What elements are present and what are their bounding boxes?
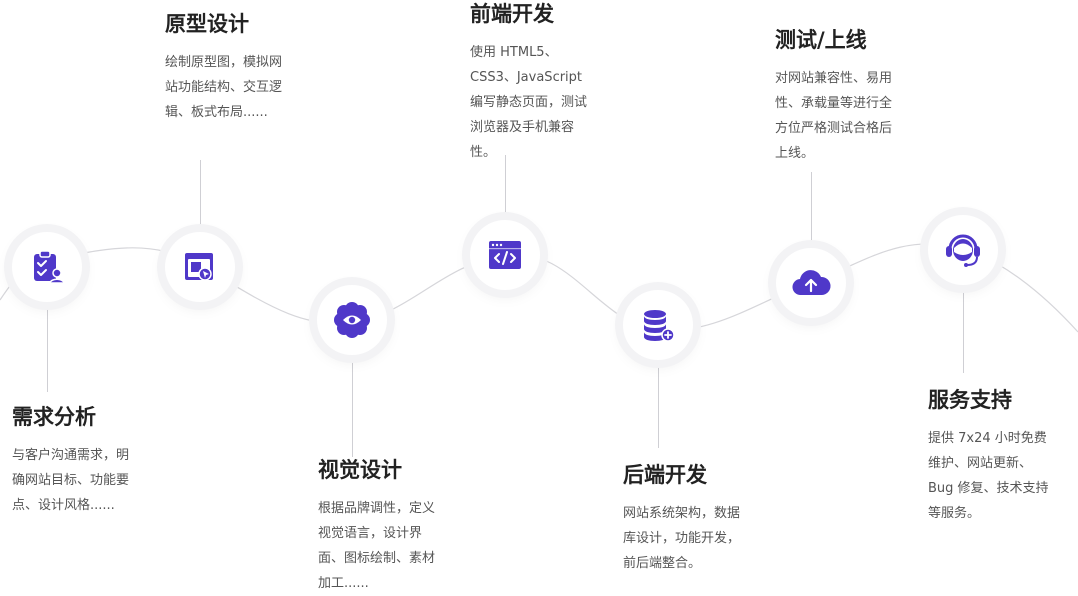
step-description: 根据品牌调性，定义 视觉语言，设计界 面、图标绘制、素材 加工...... bbox=[318, 501, 436, 591]
step-title: 测试/上线 bbox=[775, 28, 867, 52]
step-description: 使用 HTML5、 CSS3、JavaScript 编写静态页面，测试 浏览器及… bbox=[470, 45, 588, 160]
connector-line bbox=[811, 172, 812, 248]
step-node-testing[interactable] bbox=[776, 248, 846, 318]
step-title: 服务支持 bbox=[928, 388, 1012, 412]
connector-line bbox=[505, 155, 506, 220]
headset-support-icon bbox=[946, 234, 980, 267]
step-block-frontend: 前端开发 使用 HTML5、 CSS3、JavaScript 编写静态页面，测试… bbox=[470, 0, 587, 165]
browser-click-icon bbox=[185, 253, 213, 281]
step-description: 网站系统架构，数据 库设计，功能开发， 前后端整合。 bbox=[623, 506, 741, 571]
step-block-requirements: 需求分析 与客户沟通需求，明 确网站目标、功能要 点、设计风格...... bbox=[12, 403, 129, 518]
step-block-support: 服务支持 提供 7x24 小时免费 维护、网站更新、 Bug 修复、技术支持 等… bbox=[928, 386, 1049, 526]
step-node-prototype[interactable] bbox=[165, 232, 235, 302]
step-node-visual-design[interactable] bbox=[317, 285, 387, 355]
connector-line bbox=[47, 300, 48, 392]
step-title: 视觉设计 bbox=[318, 458, 402, 482]
step-node-backend[interactable] bbox=[623, 290, 693, 360]
step-title: 原型设计 bbox=[165, 12, 249, 36]
step-block-testing: 测试/上线 对网站兼容性、易用 性、承载量等进行全 方位严格测试合格后 上线。 bbox=[775, 26, 892, 166]
step-block-prototype: 原型设计 绘制原型图，模拟网 站功能结构、交互逻 辑、板式布局...... bbox=[165, 10, 282, 125]
connector-line bbox=[658, 360, 659, 448]
code-window-icon bbox=[489, 241, 521, 269]
step-description: 绘制原型图，模拟网 站功能结构、交互逻 辑、板式布局...... bbox=[165, 55, 283, 120]
connector-line bbox=[963, 285, 964, 373]
connector-line bbox=[352, 355, 353, 457]
clipboard-check-user-icon bbox=[34, 250, 65, 284]
connector-line bbox=[200, 160, 201, 232]
step-title: 后端开发 bbox=[623, 463, 707, 487]
step-block-backend: 后端开发 网站系统架构，数据 库设计，功能开发， 前后端整合。 bbox=[623, 461, 740, 576]
step-node-frontend[interactable] bbox=[470, 220, 540, 290]
step-description: 与客户沟通需求，明 确网站目标、功能要 点、设计风格...... bbox=[12, 448, 130, 513]
step-node-requirements[interactable] bbox=[12, 232, 82, 302]
step-description: 对网站兼容性、易用 性、承载量等进行全 方位严格测试合格后 上线。 bbox=[775, 71, 893, 161]
step-node-support[interactable] bbox=[928, 215, 998, 285]
flower-eye-icon bbox=[334, 302, 370, 338]
step-title: 前端开发 bbox=[470, 2, 554, 26]
database-add-icon bbox=[644, 310, 675, 342]
cloud-upload-icon bbox=[792, 270, 831, 296]
step-title: 需求分析 bbox=[12, 405, 96, 429]
step-block-visual-design: 视觉设计 根据品牌调性，定义 视觉语言，设计界 面、图标绘制、素材 加工....… bbox=[318, 456, 435, 596]
step-description: 提供 7x24 小时免费 维护、网站更新、 Bug 修复、技术支持 等服务。 bbox=[928, 431, 1049, 521]
